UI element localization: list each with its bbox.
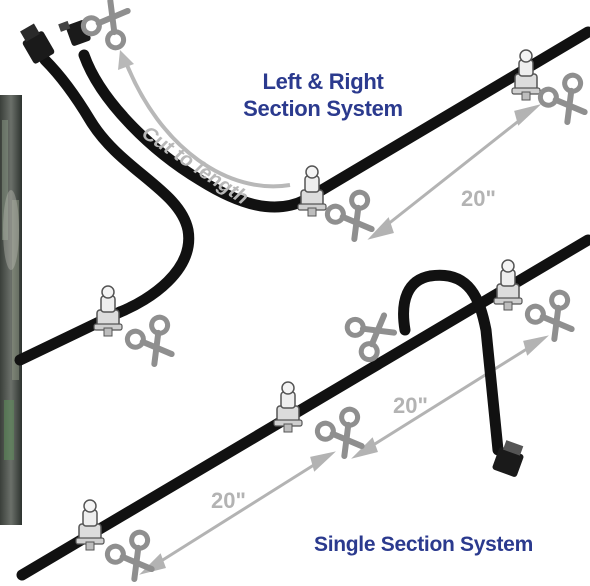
upper-left-branch <box>45 60 189 312</box>
left-right-title-line1: Left & Right <box>238 68 408 95</box>
scissors-icon <box>80 0 138 51</box>
nozzle-fitting-icon <box>94 286 122 336</box>
machine-photo <box>0 95 22 525</box>
single-section-title: Single Section System <box>314 533 533 557</box>
nozzle-fitting-icon <box>274 382 302 432</box>
scissors-icon <box>537 72 590 128</box>
scissors-icon <box>104 529 162 585</box>
dimension-arrow-icon <box>378 112 530 232</box>
left-right-title-line2: Section System <box>238 95 408 122</box>
spacing-label-middle: 20" <box>393 393 428 419</box>
scissors-icon <box>124 314 182 370</box>
nozzle-fitting-icon <box>298 166 326 216</box>
nozzle-fitting-icon <box>494 260 522 310</box>
scissors-icon <box>524 289 582 345</box>
spacing-label-upper: 20" <box>461 186 496 212</box>
nozzle-fitting-icon <box>76 500 104 550</box>
spacing-label-lower: 20" <box>211 488 246 514</box>
left-right-section-title: Left & Right Section System <box>238 68 408 122</box>
